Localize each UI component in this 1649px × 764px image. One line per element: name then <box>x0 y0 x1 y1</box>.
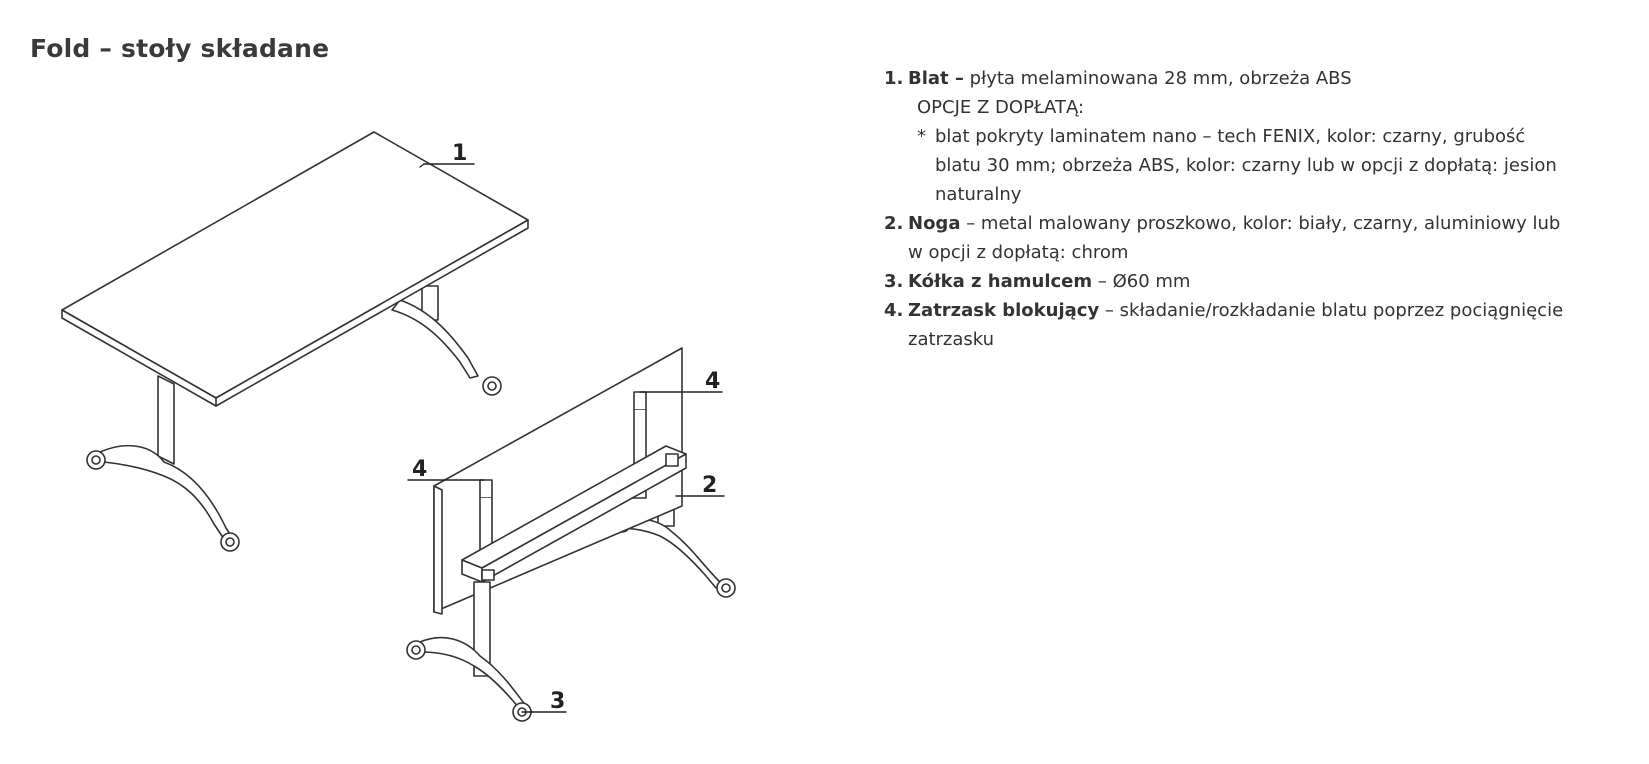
spec-item-top: 1. Blat – płyta melaminowana 28 mm, obrz… <box>884 64 1644 209</box>
open-table <box>61 131 529 552</box>
spec-text-cont: w opcji z dopłatą: chrom <box>908 242 1129 263</box>
spec-text: – Ø60 mm <box>1097 271 1191 292</box>
callout-latch-left: 4 <box>412 457 427 482</box>
spec-term: Zatrzask blokujący <box>908 300 1100 321</box>
option-line-cont: naturalny <box>935 184 1022 205</box>
spec-item-latch: 4. Zatrzask blokujący – składanie/rozkła… <box>884 296 1644 354</box>
callout-leaders <box>407 163 725 713</box>
spec-number: 2. <box>884 213 904 234</box>
rear-leg-column <box>421 285 439 321</box>
folded-table <box>406 347 736 722</box>
callout-leg: 2 <box>702 473 717 498</box>
spec-term: Noga <box>908 213 961 234</box>
page-title: Fold – stoły składane <box>30 34 330 63</box>
option-line-cont: blatu 30 mm; obrzeża ABS, kolor: czarny … <box>935 155 1557 176</box>
spec-list: 1. Blat – płyta melaminowana 28 mm, obrz… <box>884 64 1644 354</box>
front-leg-column <box>157 375 175 465</box>
callout-caster: 3 <box>550 689 565 714</box>
spec-text-cont: zatrzasku <box>908 329 995 350</box>
rear-leg-foot <box>391 299 479 379</box>
spec-term: Kółka z hamulcem <box>908 271 1093 292</box>
spec-number: 4. <box>884 300 904 321</box>
spec-number: 1. <box>884 68 904 89</box>
callout-latch-right: 4 <box>705 369 720 394</box>
spec-text: płyta melaminowana 28 mm, obrzeża ABS <box>969 68 1352 89</box>
options-heading: OPCJE Z DOPŁATĄ: <box>917 97 1085 118</box>
bullet-star: * <box>917 126 926 147</box>
option-line: * blat pokryty laminatem nano – tech FEN… <box>884 122 1644 151</box>
latch-left <box>479 479 493 499</box>
option-text: blat pokryty laminatem nano – tech FENIX… <box>935 126 1526 147</box>
far-leg-foot <box>617 517 725 589</box>
spec-number: 3. <box>884 271 904 292</box>
spec-text: – składanie/rozkładanie blatu poprzez po… <box>1104 300 1564 321</box>
spec-item-casters: 3. Kółka z hamulcem – Ø60 mm <box>884 267 1644 296</box>
spec-item-leg: 2. Noga – metal malowany proszkowo, kolo… <box>884 209 1644 267</box>
spec-term: Blat – <box>908 68 964 89</box>
latch-right <box>633 391 647 411</box>
spec-text: – metal malowany proszkowo, kolor: biały… <box>966 213 1561 234</box>
callout-top: 1 <box>452 141 467 166</box>
